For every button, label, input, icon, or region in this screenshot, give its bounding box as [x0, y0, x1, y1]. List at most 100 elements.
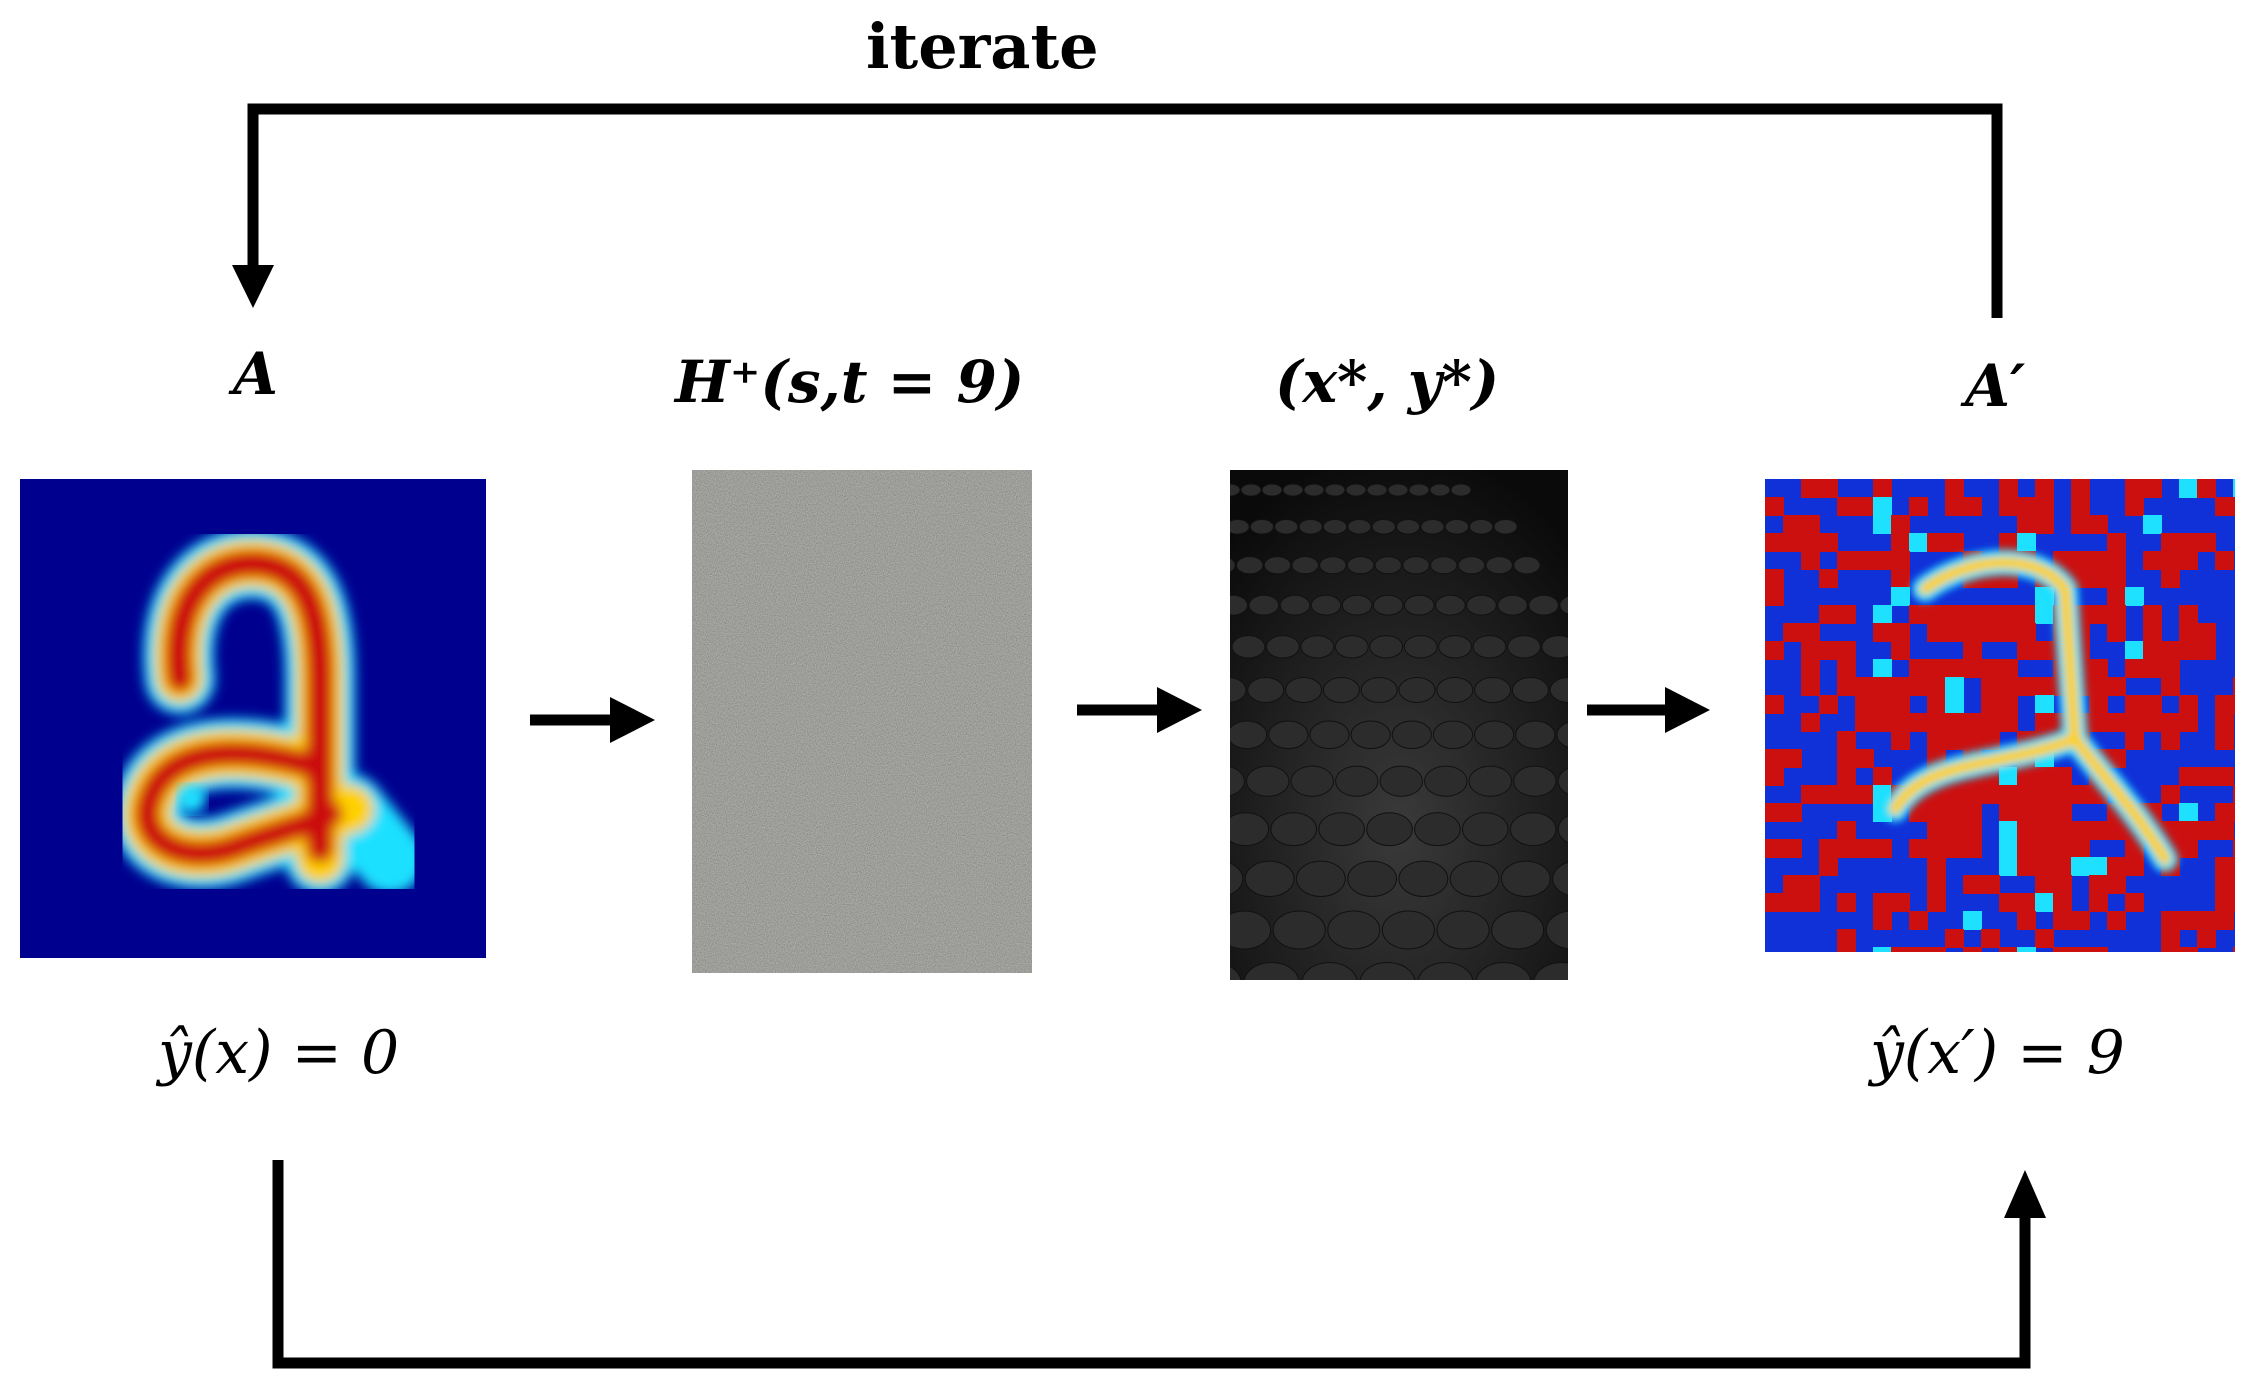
heatmap-cell [1873, 713, 1892, 732]
heatmap-cell [2143, 515, 2162, 534]
heatmap-cell [2161, 641, 2180, 660]
tile-ellipse [1541, 635, 1568, 659]
heatmap-cell [2017, 893, 2036, 912]
heatmap-cell [2017, 839, 2036, 858]
heatmap-cell [1981, 713, 2000, 732]
heatmap-cell [2071, 857, 2090, 876]
heatmap-cell [2089, 875, 2108, 894]
heatmap-cell [1999, 497, 2018, 516]
heatmap-cell [1801, 551, 1820, 570]
tile-ellipse [1379, 765, 1423, 797]
heatmap-cell [1891, 569, 1910, 588]
heatmap-cell [1999, 677, 2018, 696]
heatmap-cell [1837, 659, 1856, 678]
tile-ellipse [1500, 860, 1551, 897]
heatmap-cell [1945, 929, 1964, 948]
tile-ellipse [1408, 483, 1430, 497]
heatmap-cell [2179, 767, 2198, 786]
heatmap-cell [1909, 911, 1928, 930]
heatmap-cell [2017, 821, 2036, 840]
heatmap-cell [1855, 677, 1874, 696]
heatmap-cell [1891, 893, 1910, 912]
heatmap-cell [2125, 839, 2144, 858]
heatmap-cell [1927, 533, 1946, 552]
heatmap-cell [1819, 479, 1838, 498]
heatmap-cell [2215, 713, 2234, 732]
tile-ellipse [1403, 594, 1435, 616]
heatmap-cell [2233, 893, 2235, 912]
node-a-caption: ŷ(x) = 0 [158, 1018, 400, 1088]
tile-ellipse [1298, 519, 1323, 535]
tile-ellipse [1402, 556, 1430, 575]
tile-ellipse [1474, 677, 1512, 703]
heatmap-cell [1819, 857, 1838, 876]
tile-ellipse [1493, 519, 1518, 535]
tile-ellipse [1398, 860, 1449, 897]
heatmap-cell [1837, 731, 1856, 750]
tile-ellipse [1369, 635, 1404, 659]
heatmap-cell [2107, 875, 2126, 894]
loop-top-line [247, 103, 2003, 318]
tile-ellipse [1230, 519, 1250, 535]
heatmap-cell [2107, 677, 2126, 696]
tile-ellipse [1414, 812, 1461, 847]
heatmap-cell [1837, 605, 1856, 624]
heatmap-cell [2161, 911, 2180, 930]
heatmap-cell [1945, 785, 1964, 804]
heatmap-cell [2143, 641, 2162, 660]
heatmap-cell [1801, 893, 1820, 912]
heatmap-cell [2089, 551, 2108, 570]
heatmap-cell [1945, 731, 1964, 750]
heatmap-cell [1801, 659, 1820, 678]
heatmap-cell [1855, 497, 1874, 516]
tile-ellipse [1230, 862, 1244, 895]
tile-ellipse [1545, 910, 1568, 950]
heatmap-cell [2161, 785, 2180, 804]
tile-ellipse [1346, 556, 1375, 575]
heatmap-cell [2017, 911, 2036, 930]
heatmap-cell [2089, 569, 2108, 588]
heatmap-cell [2071, 551, 2090, 570]
heatmap-cell [1801, 641, 1820, 660]
heatmap-cell [2053, 947, 2072, 952]
heatmap-cell [1927, 695, 1946, 714]
heatmap-cell [2035, 695, 2054, 714]
tile-ellipse [1491, 910, 1545, 950]
heatmap-cell [2161, 947, 2180, 952]
heatmap-cell [1765, 587, 1784, 606]
tile-ellipse [1300, 635, 1335, 659]
heatmap-cell [2197, 911, 2216, 930]
heatmap-cell [1765, 641, 1784, 660]
heatmap-cell [2125, 479, 2144, 498]
heatmap-cell [2161, 713, 2180, 732]
tile-ellipse [1249, 519, 1275, 535]
tile-ellipse [1318, 812, 1365, 847]
heatmap-cell [2017, 533, 2036, 552]
heatmap-cell [1873, 767, 1892, 786]
heatmap-cell [1783, 803, 1802, 822]
heatmap-cell [2035, 713, 2054, 732]
heatmap-cell [1963, 605, 1982, 624]
tile-ellipse [1469, 519, 1494, 535]
heatmap-cell [2035, 839, 2054, 858]
heatmap-cell [2053, 911, 2072, 930]
tile-ellipse [1509, 812, 1557, 847]
heatmap-cell [2161, 533, 2180, 552]
heatmap-cell [2107, 749, 2126, 768]
heatmap-cell [1873, 605, 1892, 624]
heatmap-cell [1837, 767, 1856, 786]
heatmap-cell [2089, 515, 2108, 534]
tile-ellipse [1511, 677, 1549, 703]
heatmap-cell [2161, 551, 2180, 570]
heatmap-cell [2125, 893, 2144, 912]
heatmap-cell [2107, 857, 2126, 876]
heatmap-cell [2035, 677, 2054, 696]
heatmap-cell [2107, 533, 2126, 552]
heatmap-cell [1945, 821, 1964, 840]
tile-ellipse [1230, 594, 1249, 616]
heatmap-cell [2107, 569, 2126, 588]
heatmap-cell [1963, 713, 1982, 732]
heatmap-cell [1765, 893, 1784, 912]
heatmap-cell [2215, 695, 2234, 714]
heatmap-cell [2035, 605, 2054, 624]
